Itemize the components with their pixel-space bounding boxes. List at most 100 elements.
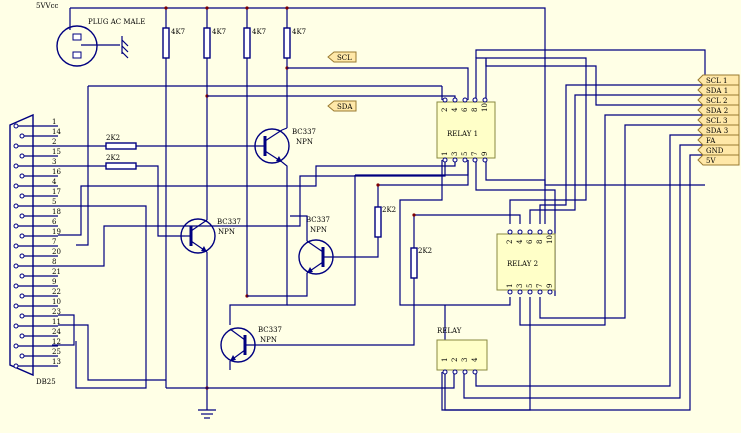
transistor-q1: BC337 NPN — [254, 128, 316, 164]
svg-text:1: 1 — [506, 284, 514, 288]
db25-pin: 4 — [13, 178, 58, 189]
svg-text:NPN: NPN — [296, 138, 313, 146]
connector-sda-2: SDA 2 — [697, 104, 740, 116]
plug-label: PLUG AC MALE — [88, 18, 145, 26]
svg-text:6: 6 — [52, 218, 57, 226]
relay-2-pin: 8 — [536, 229, 544, 244]
svg-text:SDA 2: SDA 2 — [706, 107, 728, 115]
svg-text:SCL 1: SCL 1 — [706, 77, 727, 85]
svg-text:4: 4 — [516, 239, 524, 244]
svg-text:4K7: 4K7 — [292, 28, 306, 36]
db25-pin: 18 — [19, 208, 61, 219]
svg-text:4: 4 — [471, 357, 479, 362]
db25-pin: 16 — [19, 168, 61, 179]
svg-text:10: 10 — [481, 103, 489, 112]
svg-text:RELAY 2: RELAY 2 — [507, 260, 538, 268]
svg-text:18: 18 — [52, 208, 61, 216]
relay-small-pin: 2 — [451, 358, 459, 375]
connector-fa: FA — [697, 134, 740, 146]
relay-1-pin: 2 — [441, 97, 449, 112]
svg-text:2K2: 2K2 — [106, 154, 120, 162]
svg-text:SDA 3: SDA 3 — [706, 127, 728, 135]
svg-text:5: 5 — [526, 284, 534, 288]
svg-text:12: 12 — [52, 338, 61, 346]
svg-text:4K7: 4K7 — [171, 28, 185, 36]
connector-5v: 5V — [697, 154, 740, 166]
connector-scl-1: SCL 1 — [697, 74, 740, 86]
svg-text:24: 24 — [52, 328, 61, 336]
svg-text:NPN: NPN — [218, 228, 235, 236]
svg-text:4: 4 — [52, 178, 57, 186]
db25-pin: 13 — [13, 358, 61, 369]
svg-text:6: 6 — [526, 239, 534, 244]
svg-text:1: 1 — [441, 358, 449, 362]
relay-1: RELAY 1 — [436, 101, 496, 159]
svg-text:SDA: SDA — [337, 103, 353, 111]
relay-1-pin: 6 — [461, 97, 469, 112]
db25-pin: 6 — [13, 218, 58, 229]
relay-2-pin: 10 — [546, 229, 554, 244]
resistor-4k7-d: 4K7 — [283, 27, 306, 59]
connector-scl-2: SCL 2 — [697, 94, 740, 106]
db25-pin: 8 — [13, 258, 58, 269]
relay-2: RELAY 2 — [496, 233, 556, 291]
resistor-2k2-d: 2K2 — [410, 247, 432, 279]
relay-1-pin: 4 — [451, 97, 459, 112]
svg-text:11: 11 — [52, 318, 61, 326]
svg-text:17: 17 — [52, 188, 61, 196]
svg-text:1: 1 — [441, 152, 449, 156]
db25-pin: 7 — [13, 238, 58, 249]
svg-text:4: 4 — [451, 107, 459, 112]
flag-sda: SDA — [327, 100, 357, 112]
db25-connector: DB25 — [9, 113, 56, 386]
relay-1-pin: 9 — [481, 152, 489, 163]
relay-2-pin: 5 — [526, 284, 534, 295]
relay-2-pin: 9 — [546, 284, 554, 295]
relay-2-pin: 4 — [516, 229, 524, 244]
svg-text:2K2: 2K2 — [418, 247, 432, 255]
db25-pin: 20 — [19, 248, 61, 259]
db25-pin: 9 — [13, 278, 58, 289]
svg-text:RELAY: RELAY — [437, 327, 462, 335]
svg-text:4K7: 4K7 — [252, 28, 266, 36]
relay-1-pin: 10 — [481, 97, 489, 112]
svg-text:13: 13 — [52, 358, 61, 366]
svg-text:3: 3 — [516, 284, 524, 288]
connector-gnd: GND — [697, 144, 740, 156]
relay-2-pin: 3 — [516, 284, 524, 295]
resistor-4k7-b: 4K7 — [203, 27, 226, 59]
svg-text:15: 15 — [52, 148, 61, 156]
transistor-q3: BC337 NPN — [298, 216, 334, 275]
svg-text:10: 10 — [546, 235, 554, 244]
svg-text:3: 3 — [52, 158, 56, 166]
svg-text:20: 20 — [52, 248, 61, 256]
svg-text:8: 8 — [471, 108, 479, 112]
db25-pin: 3 — [13, 158, 58, 169]
db25-pin: 14 — [19, 128, 61, 139]
db25-pin: 1 — [13, 118, 58, 129]
svg-text:NPN: NPN — [310, 226, 327, 234]
db25-pin: 15 — [19, 148, 61, 159]
svg-text:14: 14 — [52, 128, 61, 136]
resistor-2k2-c: 2K2 — [374, 206, 396, 238]
svg-text:8: 8 — [536, 240, 544, 244]
svg-text:19: 19 — [52, 228, 61, 236]
db25-pin: 22 — [19, 288, 61, 299]
db25-pin: 12 — [13, 338, 61, 349]
db25-pin: 23 — [19, 308, 61, 319]
svg-text:SCL 3: SCL 3 — [706, 117, 727, 125]
relay-small-pin: 3 — [461, 358, 469, 375]
svg-text:4K7: 4K7 — [212, 28, 226, 36]
relay-1-pin: 8 — [471, 97, 479, 112]
db25-label: DB25 — [36, 378, 56, 386]
svg-text:9: 9 — [546, 284, 554, 288]
db25-pin: 21 — [19, 268, 61, 279]
svg-text:3: 3 — [461, 358, 469, 362]
svg-text:22: 22 — [52, 288, 61, 296]
svg-text:5V: 5V — [706, 157, 716, 165]
svg-text:FA: FA — [706, 137, 716, 145]
flag-scl: SCL — [327, 51, 357, 63]
svg-text:9: 9 — [481, 152, 489, 156]
svg-text:7: 7 — [536, 284, 544, 288]
